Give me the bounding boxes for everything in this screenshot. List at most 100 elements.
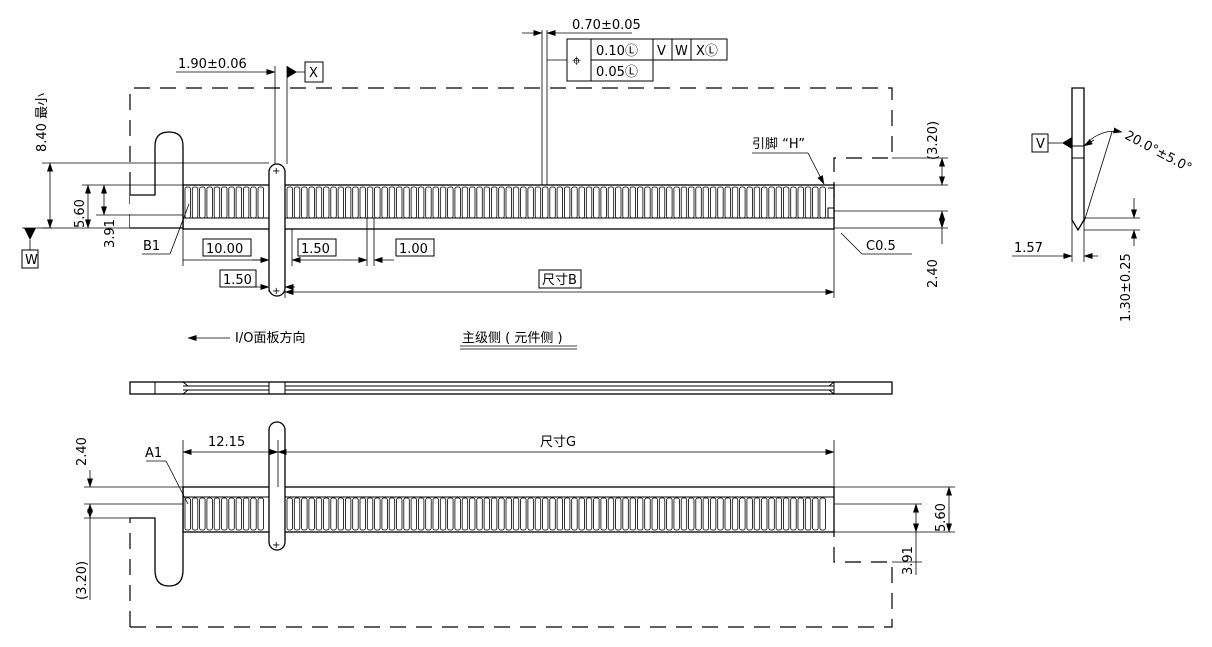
connector-pin — [527, 186, 534, 219]
connector-pin — [330, 497, 337, 531]
connector-pin — [615, 497, 622, 531]
connector-pin — [658, 497, 666, 531]
connector-pin — [673, 497, 680, 531]
connector-pin — [658, 186, 666, 219]
bottom-key-slot — [268, 421, 286, 551]
fcf-datum-x: XⓁ — [696, 44, 718, 59]
connector-pin — [388, 497, 396, 531]
connector-pin — [461, 497, 469, 531]
connector-pin — [403, 497, 410, 531]
connector-pin — [593, 497, 600, 531]
connector-pin — [381, 186, 388, 219]
connector-pin — [542, 497, 549, 531]
datum-x-box — [304, 61, 324, 83]
connector-pin — [417, 186, 425, 219]
connector-pin — [710, 186, 717, 219]
connector-pin — [710, 497, 717, 531]
connector-pin — [454, 186, 461, 219]
connector-pin — [520, 186, 527, 219]
connector-pin — [527, 497, 534, 531]
connector-pin — [293, 186, 301, 219]
connector-pin — [396, 186, 403, 219]
connector-pin — [717, 497, 724, 531]
connector-pin — [695, 186, 702, 219]
connector-pin — [293, 497, 301, 531]
connector-pin — [257, 497, 264, 531]
top-view: + + 8.40 最小 5.60 3.91 W B1 — [21, 18, 948, 298]
connector-pin — [417, 497, 425, 531]
connector-pin — [315, 497, 323, 531]
connector-pin — [644, 186, 651, 219]
connector-pin — [702, 497, 709, 531]
connector-pin — [688, 497, 695, 531]
connector-pin — [476, 497, 483, 531]
datum-w-box — [21, 249, 39, 269]
connector-pin — [323, 497, 330, 531]
svg-text:+: + — [272, 286, 280, 297]
connector-pin — [651, 186, 658, 219]
connector-pin — [476, 186, 483, 219]
connector-pin — [644, 497, 651, 531]
connector-pin — [228, 497, 235, 531]
dim-10-00: 10.00 — [206, 242, 243, 257]
bottom-view: + 2.40 (3.20) A1 12.15 尺寸G 5.60 3.91 — [75, 421, 955, 628]
connector-pin — [797, 186, 804, 219]
connector-pin — [651, 497, 658, 531]
connector-pin — [804, 497, 812, 531]
dim-3-91-bottom: 3.91 — [901, 546, 916, 575]
connector-pin — [352, 497, 359, 531]
connector-pin — [520, 497, 527, 531]
connector-pin — [323, 186, 330, 219]
connector-pin — [184, 497, 191, 531]
connector-pin — [629, 186, 636, 219]
bottom-connector-body — [182, 486, 835, 533]
connector-pin — [585, 497, 593, 531]
connector-pin — [680, 497, 688, 531]
connector-pin — [512, 186, 520, 219]
dim-angle-20: 20.0°±5.0° — [1122, 128, 1194, 176]
connector-pin — [783, 497, 790, 531]
connector-pin — [432, 497, 439, 531]
connector-pin — [607, 497, 615, 531]
connector-pin — [739, 186, 746, 219]
dim-1-57: 1.57 — [1014, 241, 1043, 256]
connector-pin — [549, 497, 556, 531]
connector-pin — [199, 186, 206, 219]
side-profile — [1071, 87, 1085, 232]
top-left-tab — [130, 131, 184, 229]
connector-pin — [680, 186, 688, 219]
connector-pin — [556, 497, 563, 531]
connector-pin — [308, 186, 315, 219]
connector-pin — [629, 497, 636, 531]
connector-pin — [490, 186, 498, 219]
connector-pin — [505, 497, 512, 531]
connector-pin — [483, 186, 491, 219]
connector-pin — [600, 186, 607, 219]
connector-pin — [724, 497, 731, 531]
connector-pin — [191, 186, 199, 219]
connector-pin — [512, 497, 520, 531]
connector-pin — [753, 186, 761, 219]
connector-pin — [352, 186, 359, 219]
connector-pin — [571, 186, 578, 219]
connector-pin — [717, 186, 724, 219]
connector-pin — [498, 497, 505, 531]
connector-pin — [483, 497, 491, 531]
label-a1: A1 — [145, 446, 162, 461]
connector-pin — [775, 186, 782, 219]
fcf-datum-w: W — [675, 44, 688, 59]
connector-pin — [257, 186, 264, 219]
connector-pin — [410, 497, 418, 531]
datum-v-label: V — [1036, 137, 1045, 152]
connector-pin — [695, 497, 702, 531]
connector-pin — [607, 186, 615, 219]
fcf-position-symbol: ⌖ — [572, 51, 581, 70]
connector-pin — [344, 497, 352, 531]
connector-pin — [235, 497, 243, 531]
connector-pin — [250, 497, 257, 531]
dim-1-30: 1.30±0.25 — [1119, 253, 1134, 322]
connector-pin — [242, 497, 250, 531]
label-b1: B1 — [143, 239, 160, 254]
connector-pin — [585, 186, 593, 219]
bottom-left-tab — [130, 487, 184, 587]
